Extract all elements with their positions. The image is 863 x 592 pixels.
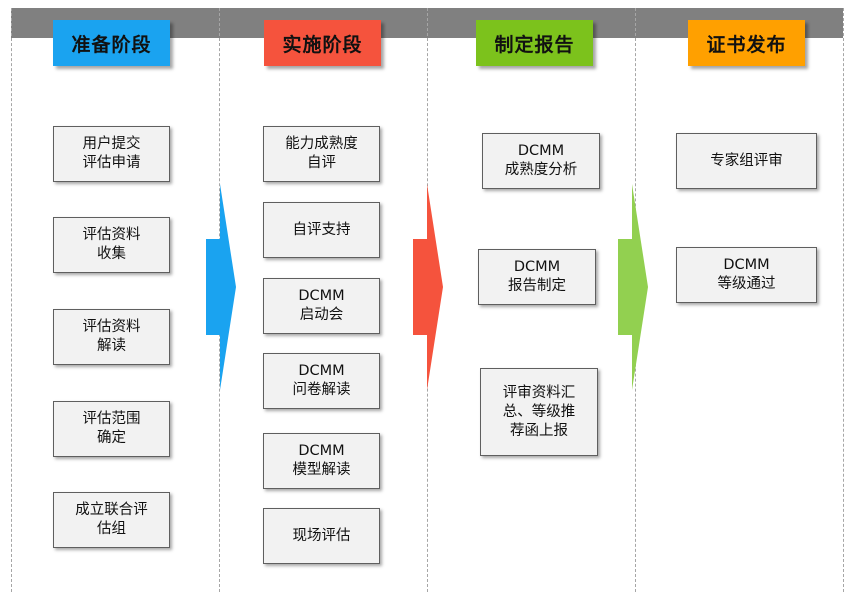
column-divider [843,8,844,592]
step-box: DCMM 模型解读 [263,433,380,489]
column-divider [11,8,12,592]
phase-header-certificate: 证书发布 [688,20,805,66]
step-box: DCMM 问卷解读 [263,353,380,409]
step-box: DCMM 成熟度分析 [482,133,600,189]
phase-header-report: 制定报告 [476,20,593,66]
phase-header-implementation: 实施阶段 [264,20,381,66]
flow-arrow-right [618,184,648,390]
step-box: 专家组评审 [676,133,817,189]
step-box: 现场评估 [263,508,380,564]
flow-arrow-right [206,184,236,390]
step-box: 评估资料 收集 [53,217,170,273]
phase-header-preparation: 准备阶段 [53,20,170,66]
step-box: DCMM 报告制定 [478,249,596,305]
step-box: 评估资料 解读 [53,309,170,365]
step-box: 自评支持 [263,202,380,258]
step-box: DCMM 启动会 [263,278,380,334]
step-box: 评估范围 确定 [53,401,170,457]
flow-arrow-right [413,184,443,390]
step-box: 成立联合评 估组 [53,492,170,548]
step-box: 评审资料汇 总、等级推 荐函上报 [480,368,598,456]
step-box: 能力成熟度 自评 [263,126,380,182]
step-box: DCMM 等级通过 [676,247,817,303]
step-box: 用户提交 评估申请 [53,126,170,182]
